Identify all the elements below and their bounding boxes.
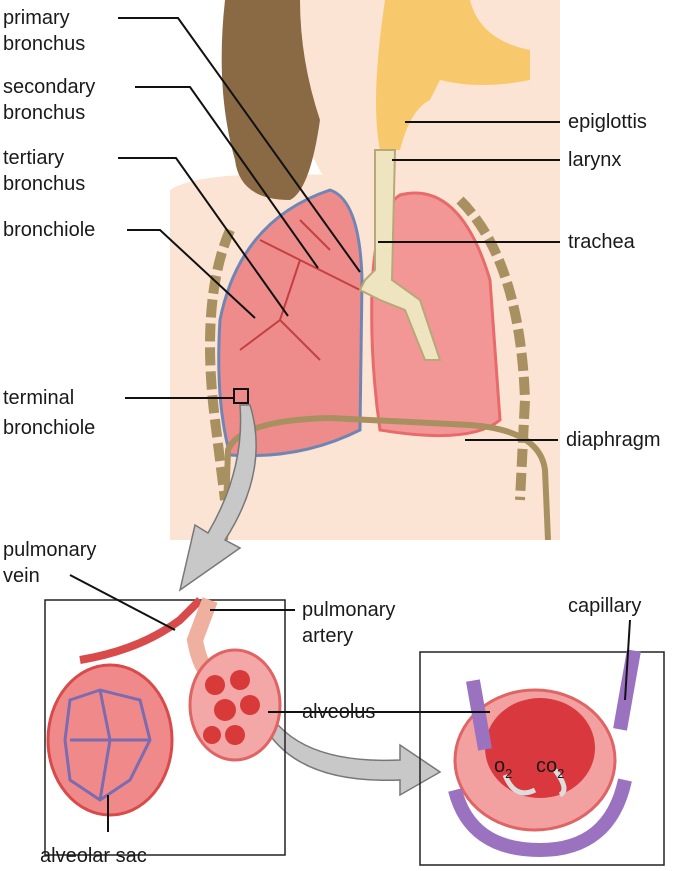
label-epiglottis: epiglottis	[568, 111, 647, 133]
label-larynx: larynx	[568, 149, 621, 171]
bronchial-tree	[239, 219, 361, 361]
alveolar-sac-panel	[44, 599, 286, 856]
label-alveolar-sac: alveolar sac	[40, 845, 147, 867]
leader-pulmonary-vein	[69, 574, 176, 631]
trachea-shape	[358, 149, 442, 361]
alveoli	[203, 670, 260, 745]
terminal-bronchiole-marker	[233, 388, 249, 404]
rib-cage-left	[205, 228, 235, 501]
hair	[221, 0, 320, 200]
capillary-network-sac	[63, 688, 152, 802]
leader-primary-bronchus	[118, 17, 361, 273]
nasal-airway	[376, 0, 530, 150]
label-alveolus: alveolus	[302, 701, 375, 723]
capillary-right-vessel	[613, 649, 641, 731]
leader-capillary	[624, 619, 631, 701]
alveolus-interior	[485, 698, 595, 798]
zoom-arrow-1	[178, 404, 257, 592]
label-co2: co2	[536, 755, 564, 781]
alveolus-panel	[419, 651, 665, 866]
label-diaphragm: diaphragm	[566, 429, 661, 451]
capillary-net	[448, 778, 632, 858]
rib-cage-right	[456, 196, 531, 501]
capillary-left-vessel	[466, 679, 492, 751]
pulmonary-vein-shape	[79, 597, 203, 664]
label-capillary: capillary	[568, 595, 641, 617]
leader-lines	[69, 17, 631, 832]
label-trachea: trachea	[568, 231, 636, 253]
leader-secondary-bronchus	[135, 86, 319, 269]
leader-bronchiole	[127, 229, 256, 319]
gas-exchange-arrows	[502, 768, 567, 798]
leader-tertiary-bronchus	[118, 157, 289, 317]
label-bronchiole: bronchiole	[3, 219, 95, 241]
label-o2: o2	[494, 755, 512, 781]
